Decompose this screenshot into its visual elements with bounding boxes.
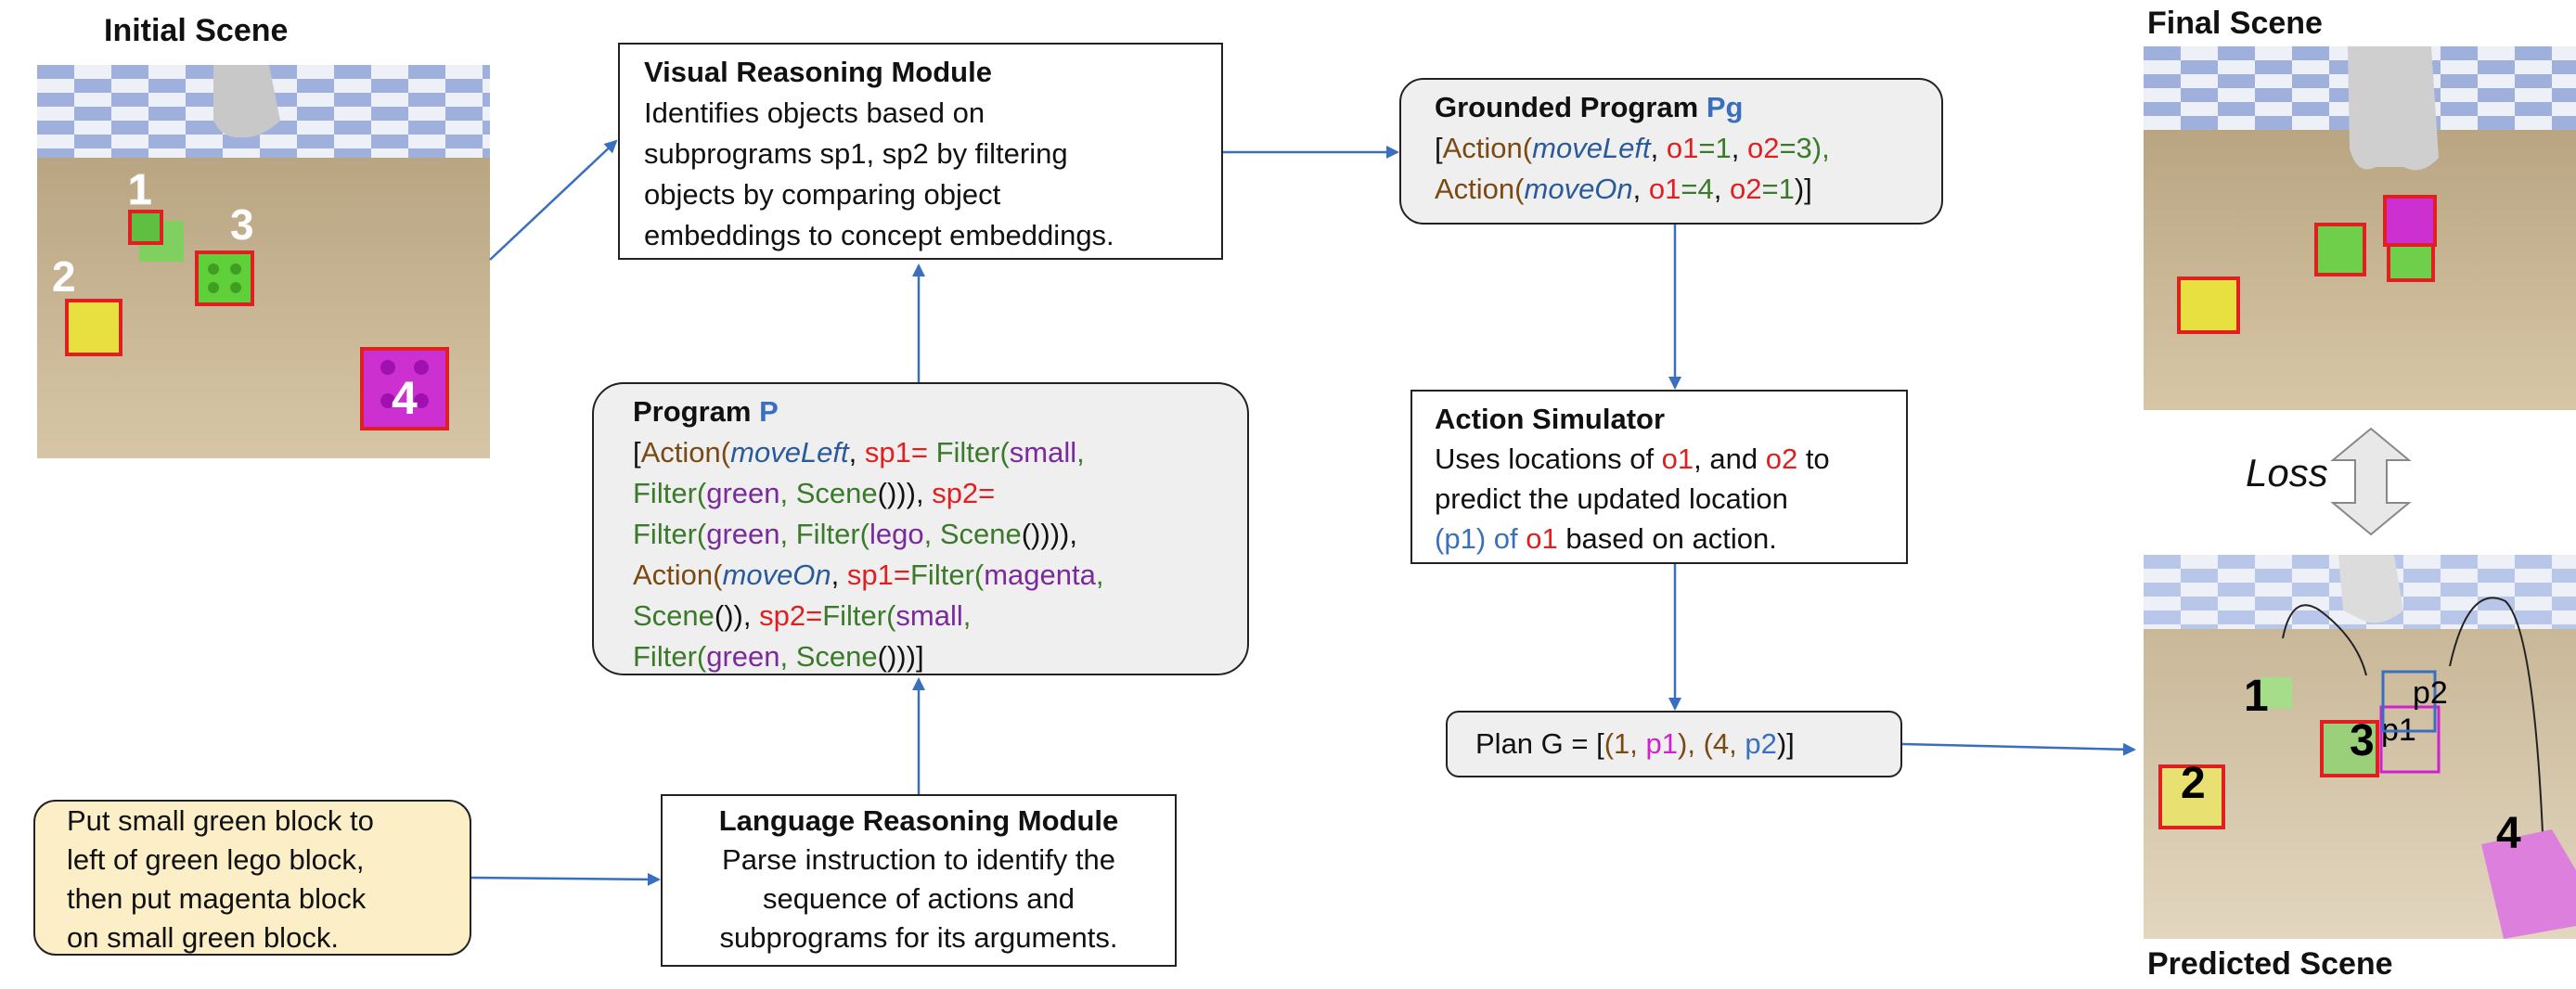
grounded-program-title: Grounded Program Pg: [1435, 91, 1744, 123]
visual-module-line: subprograms sp1, sp2 by filtering: [644, 137, 1068, 170]
program-line-5: Scene()), sp2=Filter(small,: [633, 599, 972, 632]
visual-module-line: Identifies objects based on: [644, 96, 985, 129]
program-line-3: Filter(green, Filter(lego, Scene()))),: [633, 518, 1077, 550]
instruction-line: Put small green block to: [67, 804, 374, 837]
plan-item: (1,: [1604, 727, 1646, 760]
grounded-program-box: Grounded Program Pg [Action(moveLeft, o1…: [1399, 78, 1943, 225]
grounded-program-line-2: Action(moveOn, o1=4, o2=1)]: [1435, 173, 1812, 205]
visual-reasoning-module: Visual Reasoning Module Identifies objec…: [618, 43, 1223, 260]
predicted-label-3: 3: [2350, 716, 2375, 765]
plan-prefix: Plan G = [: [1475, 727, 1604, 760]
action-simulator-line-3: (p1) of o1 based on action.: [1435, 522, 1777, 555]
instruction-line: left of green lego block,: [67, 843, 365, 876]
initial-scene-image: 1 3 2 4: [37, 65, 490, 458]
plan-p2: p2: [1745, 727, 1777, 760]
initial-scene-title: Initial Scene: [104, 13, 289, 48]
predicted-label-1: 1: [2244, 672, 2269, 721]
initial-label-1: 1: [128, 165, 152, 213]
action-simulator-title: Action Simulator: [1435, 403, 1666, 435]
program-title: Program P: [633, 395, 779, 428]
action-simulator: Action Simulator Uses locations of o1, a…: [1410, 390, 1908, 564]
visual-module-line: embeddings to concept embeddings.: [644, 219, 1114, 251]
predicted-scene-title: Predicted Scene: [2147, 946, 2393, 982]
initial-label-3: 3: [230, 200, 254, 249]
language-reasoning-module: Language Reasoning Module Parse instruct…: [661, 794, 1177, 967]
program-box: Program P [Action(moveLeft, sp1= Filter(…: [592, 382, 1249, 675]
plan-p1: p1: [1645, 727, 1678, 760]
program-line-1: [Action(moveLeft, sp1= Filter(small,: [633, 436, 1085, 469]
plan-item: (4,: [1703, 727, 1745, 760]
predicted-label-2: 2: [2181, 759, 2206, 808]
plan-box: Plan G = [(1, p1), (4, p2)]: [1446, 711, 1902, 777]
language-module-title: Language Reasoning Module: [718, 804, 1119, 837]
plan-item: ),: [1678, 727, 1704, 760]
instruction-line: on small green block.: [67, 921, 339, 954]
initial-label-4: 4: [392, 372, 418, 424]
final-scene-image: [2144, 46, 2576, 410]
visual-module-title: Visual Reasoning Module: [644, 56, 992, 88]
instruction-box: Put small green block to left of green l…: [33, 800, 471, 956]
final-scene-title: Final Scene: [2147, 6, 2323, 41]
language-module-line: sequence of actions and: [762, 882, 1075, 915]
language-module-line: Parse instruction to identify the: [722, 843, 1115, 876]
grounded-program-line-1: [Action(moveLeft, o1=1, o2=3),: [1435, 132, 1830, 164]
plan-suffix: )]: [1776, 727, 1795, 760]
predicted-scene-image: 1 3 p1 p2 2 4: [2144, 555, 2576, 939]
action-simulator-line-2: predict the updated location: [1435, 482, 1788, 515]
program-line-6: Filter(green, Scene()))]: [633, 640, 924, 673]
program-line-2: Filter(green, Scene())), sp2=: [633, 477, 996, 509]
predicted-label-p2: p2: [2413, 675, 2448, 711]
loss-double-arrow: [2330, 427, 2412, 536]
visual-module-line: objects by comparing object: [644, 178, 1001, 211]
loss-label: Loss: [2246, 451, 2328, 494]
initial-label-2: 2: [52, 252, 76, 301]
program-line-4: Action(moveOn, sp1=Filter(magenta,: [633, 559, 1104, 591]
language-module-line: subprograms for its arguments.: [719, 921, 1118, 954]
instruction-line: then put magenta block: [67, 882, 367, 915]
predicted-label-4: 4: [2496, 809, 2521, 858]
action-simulator-line-1: Uses locations of o1, and o2 to: [1435, 443, 1830, 475]
